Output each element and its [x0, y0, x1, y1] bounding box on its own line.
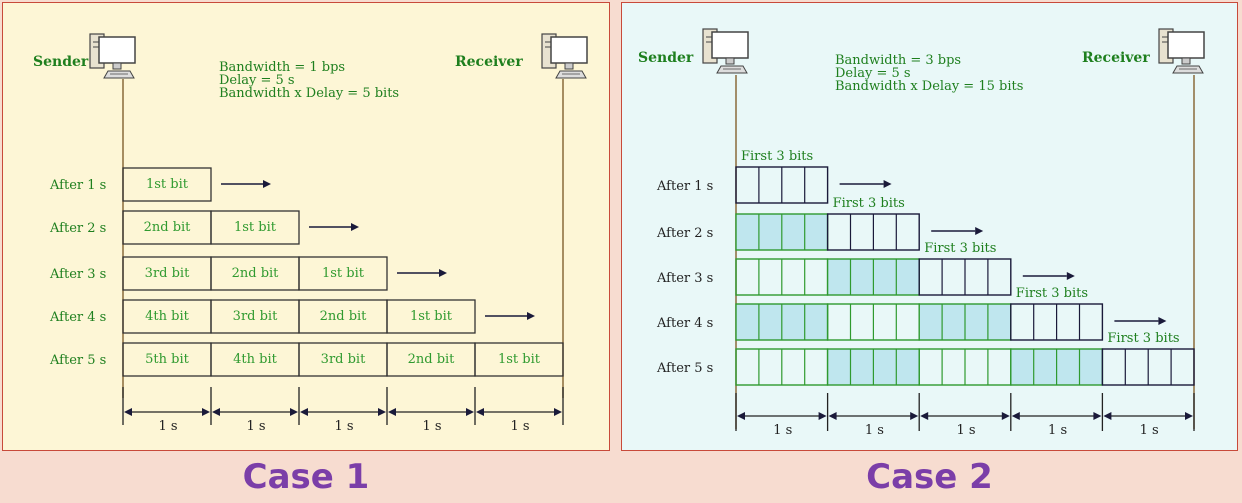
travel-arrow-head — [1066, 272, 1075, 280]
case1-caption: Case 1 — [242, 457, 370, 497]
interval-arrow-head — [828, 412, 837, 420]
interval-label: 1 s — [510, 419, 529, 434]
row-label: After 4 s — [656, 316, 713, 331]
group-label: First 3 bits — [924, 241, 996, 256]
info-line: Delay = 5 s — [219, 73, 295, 88]
interval-arrow-head — [124, 408, 132, 416]
bit-label: 4th bit — [233, 352, 277, 367]
travel-arrow-head — [975, 227, 984, 235]
row-label: After 2 s — [656, 226, 713, 241]
bit-label: 2nd bit — [232, 266, 280, 281]
interval-arrow-head — [1001, 412, 1010, 420]
bit-cell — [298, 256, 388, 291]
bit-label: 3rd bit — [145, 266, 190, 281]
bit-label: 1st bit — [234, 220, 277, 235]
row-label: After 5 s — [49, 353, 106, 368]
travel-arrow-head — [883, 180, 892, 188]
row-label: After 2 s — [49, 221, 106, 236]
interval-arrow-head — [290, 408, 298, 416]
bit-label: 1st bit — [410, 309, 453, 324]
info-line: Bandwidth x Delay = 15 bits — [835, 79, 1023, 94]
interval-label: 1 s — [1048, 423, 1067, 438]
interval-label: 1 s — [246, 419, 265, 434]
info-line: Bandwidth = 3 bps — [835, 53, 961, 68]
interval-arrow-head — [1103, 412, 1112, 420]
bit-cell — [122, 167, 212, 202]
interval-arrow-head — [910, 412, 919, 420]
interval-label: 1 s — [956, 423, 975, 438]
interval-arrow-head — [554, 408, 562, 416]
row-label: After 5 s — [656, 361, 713, 376]
travel-arrow-head — [263, 180, 271, 188]
interval-label: 1 s — [422, 419, 441, 434]
bit-label: 1st bit — [322, 266, 365, 281]
interval-arrow-head — [1093, 412, 1102, 420]
interval-label: 1 s — [158, 419, 177, 434]
group-label: First 3 bits — [1107, 331, 1179, 346]
interval-arrow-head — [476, 408, 484, 416]
group-label: First 3 bits — [1016, 286, 1088, 301]
interval-arrow-head — [202, 408, 210, 416]
receiver-label: Receiver — [1082, 50, 1150, 66]
row-label: After 4 s — [49, 310, 106, 325]
info-line: Delay = 5 s — [835, 66, 911, 81]
info-line: Bandwidth x Delay = 5 bits — [219, 86, 399, 101]
interval-label: 1 s — [865, 423, 884, 438]
bit-cell — [210, 210, 300, 245]
bit-label: 2nd bit — [320, 309, 368, 324]
bit-label: 1st bit — [146, 177, 189, 192]
interval-arrow-head — [212, 408, 220, 416]
bit-label: 4th bit — [145, 309, 189, 324]
row-label: After 1 s — [656, 179, 713, 194]
group-label: First 3 bits — [741, 149, 813, 164]
row-label: After 3 s — [656, 271, 713, 286]
travel-arrow-head — [439, 269, 447, 277]
interval-arrow-head — [300, 408, 308, 416]
bit-cell — [474, 342, 564, 377]
computer-icon — [89, 33, 136, 79]
info-line: Bandwidth = 1 bps — [219, 60, 345, 75]
bit-label: 1st bit — [498, 352, 541, 367]
group-label: First 3 bits — [833, 196, 905, 211]
travel-arrow-head — [527, 312, 535, 320]
interval-arrow-head — [1011, 412, 1020, 420]
receiver-label: Receiver — [455, 54, 523, 70]
interval-label: 1 s — [334, 419, 353, 434]
sender-label: Sender — [638, 50, 694, 66]
interval-arrow-head — [737, 412, 745, 420]
interval-arrow-head — [818, 412, 827, 420]
row-label: After 1 s — [49, 178, 106, 193]
bit-label: 3rd bit — [321, 352, 366, 367]
bit-label: 5th bit — [145, 352, 189, 367]
sender-label: Sender — [33, 54, 89, 70]
interval-arrow-head — [920, 412, 929, 420]
interval-arrow-head — [1185, 412, 1193, 420]
bit-label: 3rd bit — [233, 309, 278, 324]
bit-cell — [386, 299, 476, 334]
bit-label: 2nd bit — [144, 220, 192, 235]
interval-arrow-head — [466, 408, 474, 416]
interval-arrow-head — [378, 408, 386, 416]
row-label: After 3 s — [49, 267, 106, 282]
travel-arrow-head — [351, 223, 359, 231]
bit-label: 2nd bit — [408, 352, 456, 367]
computer-icon — [702, 28, 749, 74]
computer-icon — [1158, 28, 1205, 74]
case2-caption: Case 2 — [866, 457, 993, 497]
interval-arrow-head — [388, 408, 396, 416]
interval-label: 1 s — [773, 423, 792, 438]
travel-arrow-head — [1158, 317, 1167, 325]
computer-icon — [541, 33, 588, 79]
interval-label: 1 s — [1140, 423, 1159, 438]
